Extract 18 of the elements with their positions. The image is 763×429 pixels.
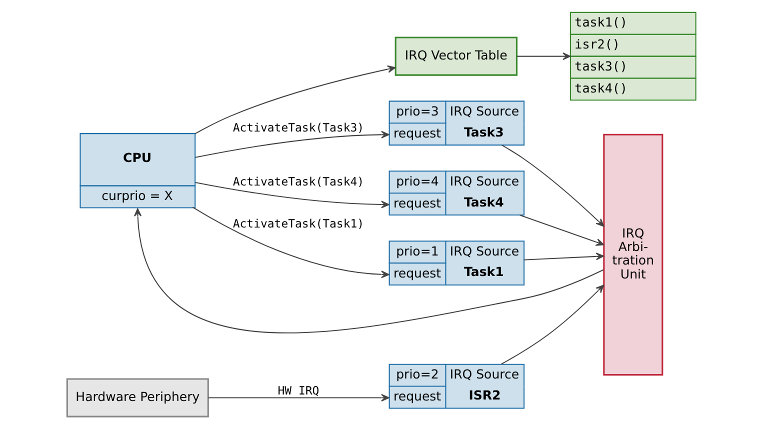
node-box: IRQ Vector Table	[394, 36, 518, 76]
edge-label: HW IRQ	[278, 383, 320, 398]
arrow	[194, 65, 396, 134]
arrow	[524, 252, 604, 260]
arrow	[520, 214, 604, 246]
arrow	[134, 208, 604, 333]
edge-label: ActivateTask(Task4)	[232, 174, 364, 189]
arrow	[192, 206, 390, 278]
arrow	[208, 394, 390, 402]
arrow	[516, 52, 571, 60]
arrow	[195, 182, 390, 208]
edge-label: ActivateTask(Task1)	[232, 216, 364, 230]
node-box: Hardware Periphery	[66, 378, 209, 418]
node-box: IRQ Arbi- tration Unit	[603, 134, 664, 376]
edge-label: ActivateTask(Task3)	[232, 120, 364, 134]
arrow	[501, 284, 604, 365]
arrow	[195, 130, 390, 158]
arrow	[502, 144, 604, 227]
